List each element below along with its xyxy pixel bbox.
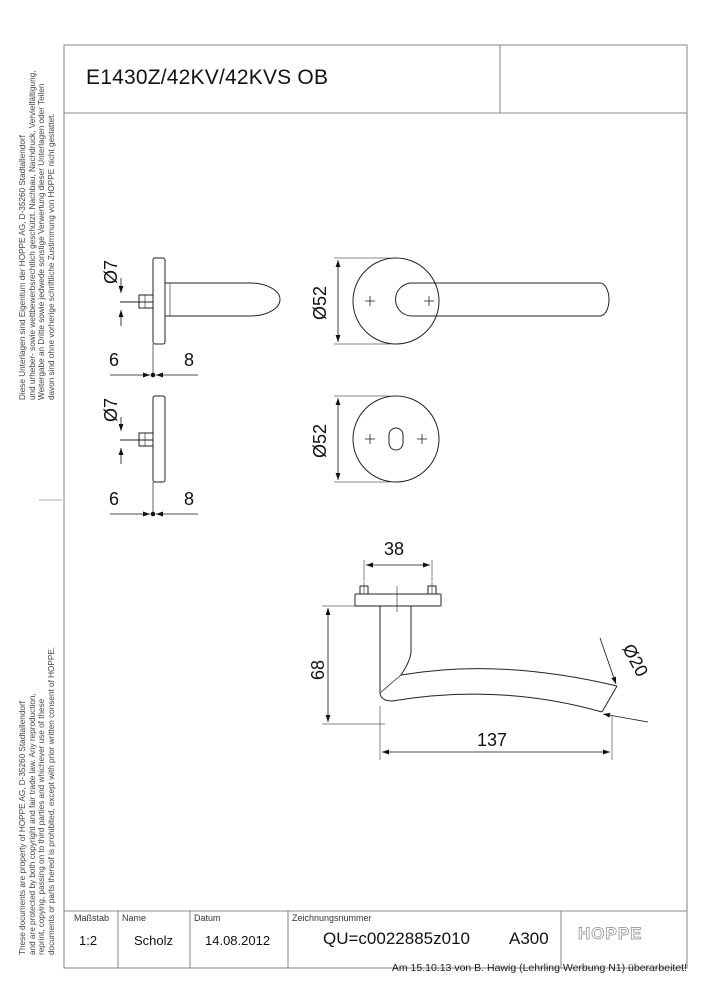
scale-value: 1:2: [79, 933, 98, 948]
drawing-number-value: QU=c0022885z010: [323, 929, 470, 948]
dim-6-bottom: 6: [109, 489, 119, 509]
dim-8-top: 8: [184, 350, 194, 370]
front-view-escutcheon: [352, 395, 440, 483]
drawing-title: E1430Z/42KV/42KVS OB: [86, 66, 329, 89]
dim-side-view-1: [110, 278, 198, 378]
name-label: Name: [122, 913, 147, 923]
dim-68: 68: [308, 660, 328, 680]
dim-d7-top: Ø7: [101, 260, 121, 284]
revision-note: Am 15.10.13 von B. Hawig (Lehrling Werbu…: [391, 962, 687, 974]
side-view-rose: [120, 257, 281, 376]
dim-38: 38: [384, 539, 404, 559]
dim-d52-rose: Ø52: [310, 286, 330, 320]
dim-escutcheon-diameter: [334, 395, 390, 483]
dim-side-view-2: [110, 417, 198, 517]
drawing-frame: [39, 44, 688, 969]
name-value: Scholz: [134, 933, 174, 948]
drawing-number-label: Zeichnungsnummer: [292, 913, 372, 923]
dim-rose-diameter: [334, 257, 390, 345]
hoppe-logo: HOPPE: [578, 924, 643, 944]
side-view-escutcheon: [120, 395, 166, 516]
dim-8-bottom: 8: [184, 489, 194, 509]
scale-label: Maßstab: [74, 913, 110, 923]
date-label: Datum: [194, 913, 221, 923]
dim-lever: [322, 560, 649, 760]
dim-d52-escutcheon: Ø52: [310, 424, 330, 458]
format-value: A300: [509, 929, 549, 948]
dim-6-top: 6: [109, 350, 119, 370]
dim-d7-bottom: Ø7: [101, 398, 121, 422]
dim-d20: Ø20: [618, 640, 652, 679]
front-view-rose: [352, 257, 610, 345]
dim-137: 137: [477, 730, 507, 750]
top-view-lever: [354, 582, 618, 713]
date-value: 14.08.2012: [205, 933, 271, 948]
